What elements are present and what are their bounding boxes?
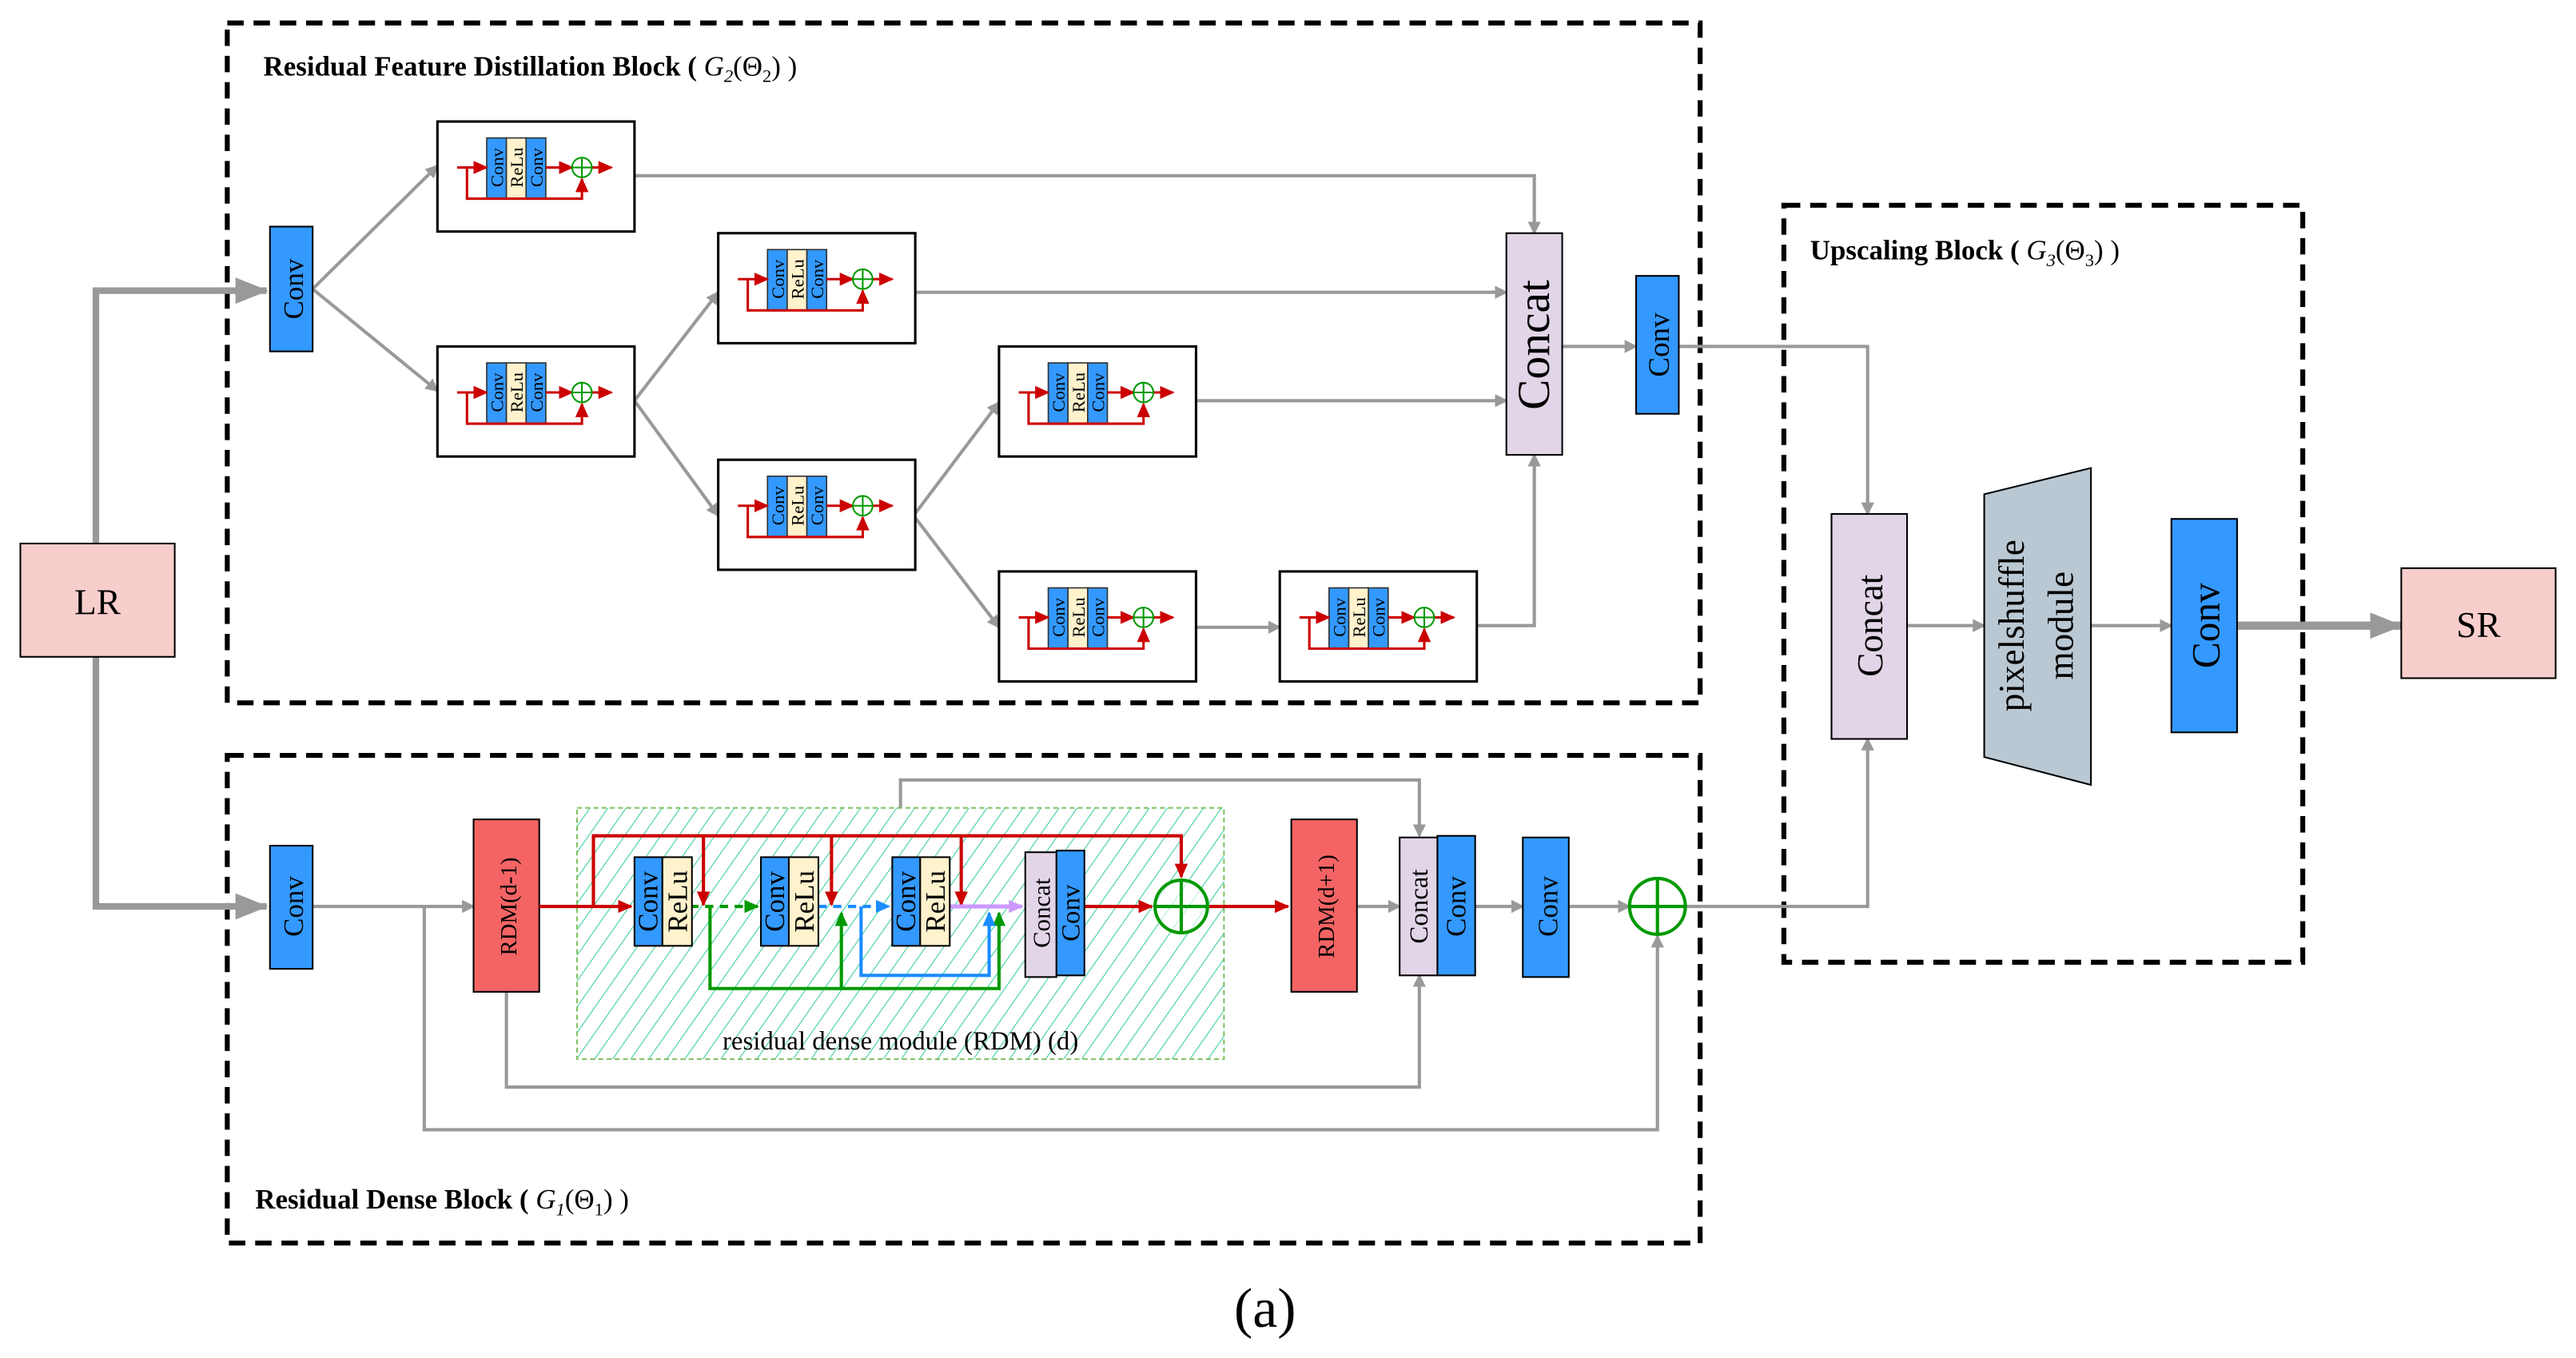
add-icon bbox=[571, 157, 593, 178]
svg-text:Conv: Conv bbox=[1440, 876, 1471, 937]
svg-text:ReLu: ReLu bbox=[787, 259, 807, 299]
connections bbox=[92, 165, 2403, 1132]
add-icon bbox=[1133, 381, 1155, 404]
lr-label: LR bbox=[74, 582, 121, 622]
svg-text:ReLu: ReLu bbox=[1349, 597, 1369, 637]
rdb-frame bbox=[225, 752, 1703, 1246]
rfdb-out-conv: Conv bbox=[1635, 275, 1680, 415]
svg-text:Conv: Conv bbox=[768, 486, 788, 526]
svg-text:Conv: Conv bbox=[278, 876, 309, 937]
conv-layer bbox=[806, 249, 828, 312]
svg-text:ReLu: ReLu bbox=[1069, 372, 1089, 412]
add-icon bbox=[852, 495, 874, 517]
add-icon bbox=[852, 268, 874, 290]
svg-text:Conv: Conv bbox=[1088, 372, 1108, 412]
rdm-residual-add-icon bbox=[1153, 878, 1209, 934]
svg-text:Concat: Concat bbox=[1029, 878, 1056, 948]
svg-text:Concat: Concat bbox=[1405, 869, 1434, 943]
svg-text:Conv: Conv bbox=[487, 147, 507, 187]
rfdb-title: Residual Feature Distillation Block ( G2… bbox=[264, 51, 798, 86]
svg-text:ReLu: ReLu bbox=[507, 372, 527, 412]
upscaling-frame bbox=[1781, 202, 2306, 965]
rfdb-frame bbox=[225, 20, 1703, 706]
svg-text:ReLu: ReLu bbox=[1069, 597, 1089, 637]
rdm-caption: residual dense module (RDM) (d) bbox=[723, 1027, 1078, 1056]
conv-layer bbox=[525, 362, 547, 424]
add-icon bbox=[1133, 607, 1155, 628]
svg-text:ReLu: ReLu bbox=[920, 870, 951, 933]
rdb-concat-conv: Concat Conv bbox=[1399, 834, 1476, 977]
rdb-conv: Conv bbox=[269, 844, 314, 970]
svg-text:Conv: Conv bbox=[2184, 583, 2228, 668]
rdm-next: RDM(d+1) bbox=[1290, 818, 1358, 993]
rdb-title: Residual Dense Block ( G1(Θ1) ) bbox=[255, 1184, 629, 1219]
svg-text:Conv: Conv bbox=[807, 259, 827, 299]
rdm-concat-conv: Concat Conv bbox=[1024, 850, 1086, 978]
svg-text:Conv: Conv bbox=[1532, 876, 1563, 937]
svg-text:module: module bbox=[2041, 571, 2081, 680]
svg-text:Conv: Conv bbox=[759, 871, 790, 932]
svg-text:Conv: Conv bbox=[278, 258, 309, 319]
svg-text:Conv: Conv bbox=[1049, 372, 1069, 412]
lr-input-box: LR bbox=[19, 542, 176, 658]
svg-text:Concat: Concat bbox=[1509, 280, 1559, 410]
svg-text:Concat: Concat bbox=[1850, 574, 1890, 676]
upscaling-title: Upscaling Block ( G3(Θ3) ) bbox=[1810, 235, 2120, 270]
rdm-module: residual dense module (RDM) (d) ConvReLu… bbox=[539, 806, 1290, 1061]
upscaling-conv: Conv bbox=[2170, 518, 2238, 734]
conv-layer bbox=[1368, 587, 1389, 650]
svg-text:RDM(d-1): RDM(d-1) bbox=[496, 858, 522, 956]
svg-text:Conv: Conv bbox=[1057, 884, 1086, 942]
svg-text:ReLu: ReLu bbox=[507, 147, 527, 187]
relu-layer bbox=[1348, 587, 1369, 650]
sr-label: SR bbox=[2456, 605, 2501, 645]
svg-text:Conv: Conv bbox=[807, 486, 827, 526]
svg-text:Conv: Conv bbox=[1369, 597, 1389, 637]
add-icon bbox=[571, 381, 593, 404]
rdm-prev: RDM(d-1) bbox=[472, 818, 540, 993]
rfdb-conv: Conv bbox=[269, 225, 314, 352]
svg-text:Conv: Conv bbox=[1642, 313, 1675, 377]
rdm-dense-lines bbox=[690, 899, 1024, 990]
svg-text:Conv: Conv bbox=[1329, 597, 1349, 637]
sr-output-box: SR bbox=[2400, 567, 2557, 679]
rfdb-concat: Concat bbox=[1505, 232, 1563, 456]
figure-caption: (a) bbox=[1234, 1278, 1296, 1340]
upscaling-concat: Concat bbox=[1830, 513, 1909, 740]
rdm-skip-lines bbox=[539, 834, 1290, 914]
conv-layer bbox=[806, 475, 828, 538]
svg-text:ReLu: ReLu bbox=[787, 486, 807, 526]
svg-text:pixelshuffle: pixelshuffle bbox=[1992, 540, 2032, 711]
add-icon bbox=[1413, 607, 1435, 628]
relu-layer bbox=[1067, 587, 1089, 650]
svg-text:Conv: Conv bbox=[527, 372, 547, 412]
svg-text:RDM(d+1): RDM(d+1) bbox=[1314, 854, 1340, 958]
svg-text:Conv: Conv bbox=[890, 871, 922, 932]
rdb-out-conv: Conv bbox=[1522, 836, 1570, 978]
svg-text:Conv: Conv bbox=[633, 871, 664, 932]
svg-text:ReLu: ReLu bbox=[663, 870, 694, 933]
pixelshuffle-module: pixelshuffle module bbox=[1983, 467, 2092, 787]
svg-text:Conv: Conv bbox=[487, 372, 507, 412]
global-residual-add-icon bbox=[1627, 877, 1687, 937]
svg-text:ReLu: ReLu bbox=[789, 870, 820, 933]
svg-text:Conv: Conv bbox=[1049, 597, 1069, 637]
svg-text:Conv: Conv bbox=[768, 259, 788, 299]
svg-text:Conv: Conv bbox=[1088, 597, 1108, 637]
svg-text:Conv: Conv bbox=[527, 147, 547, 187]
